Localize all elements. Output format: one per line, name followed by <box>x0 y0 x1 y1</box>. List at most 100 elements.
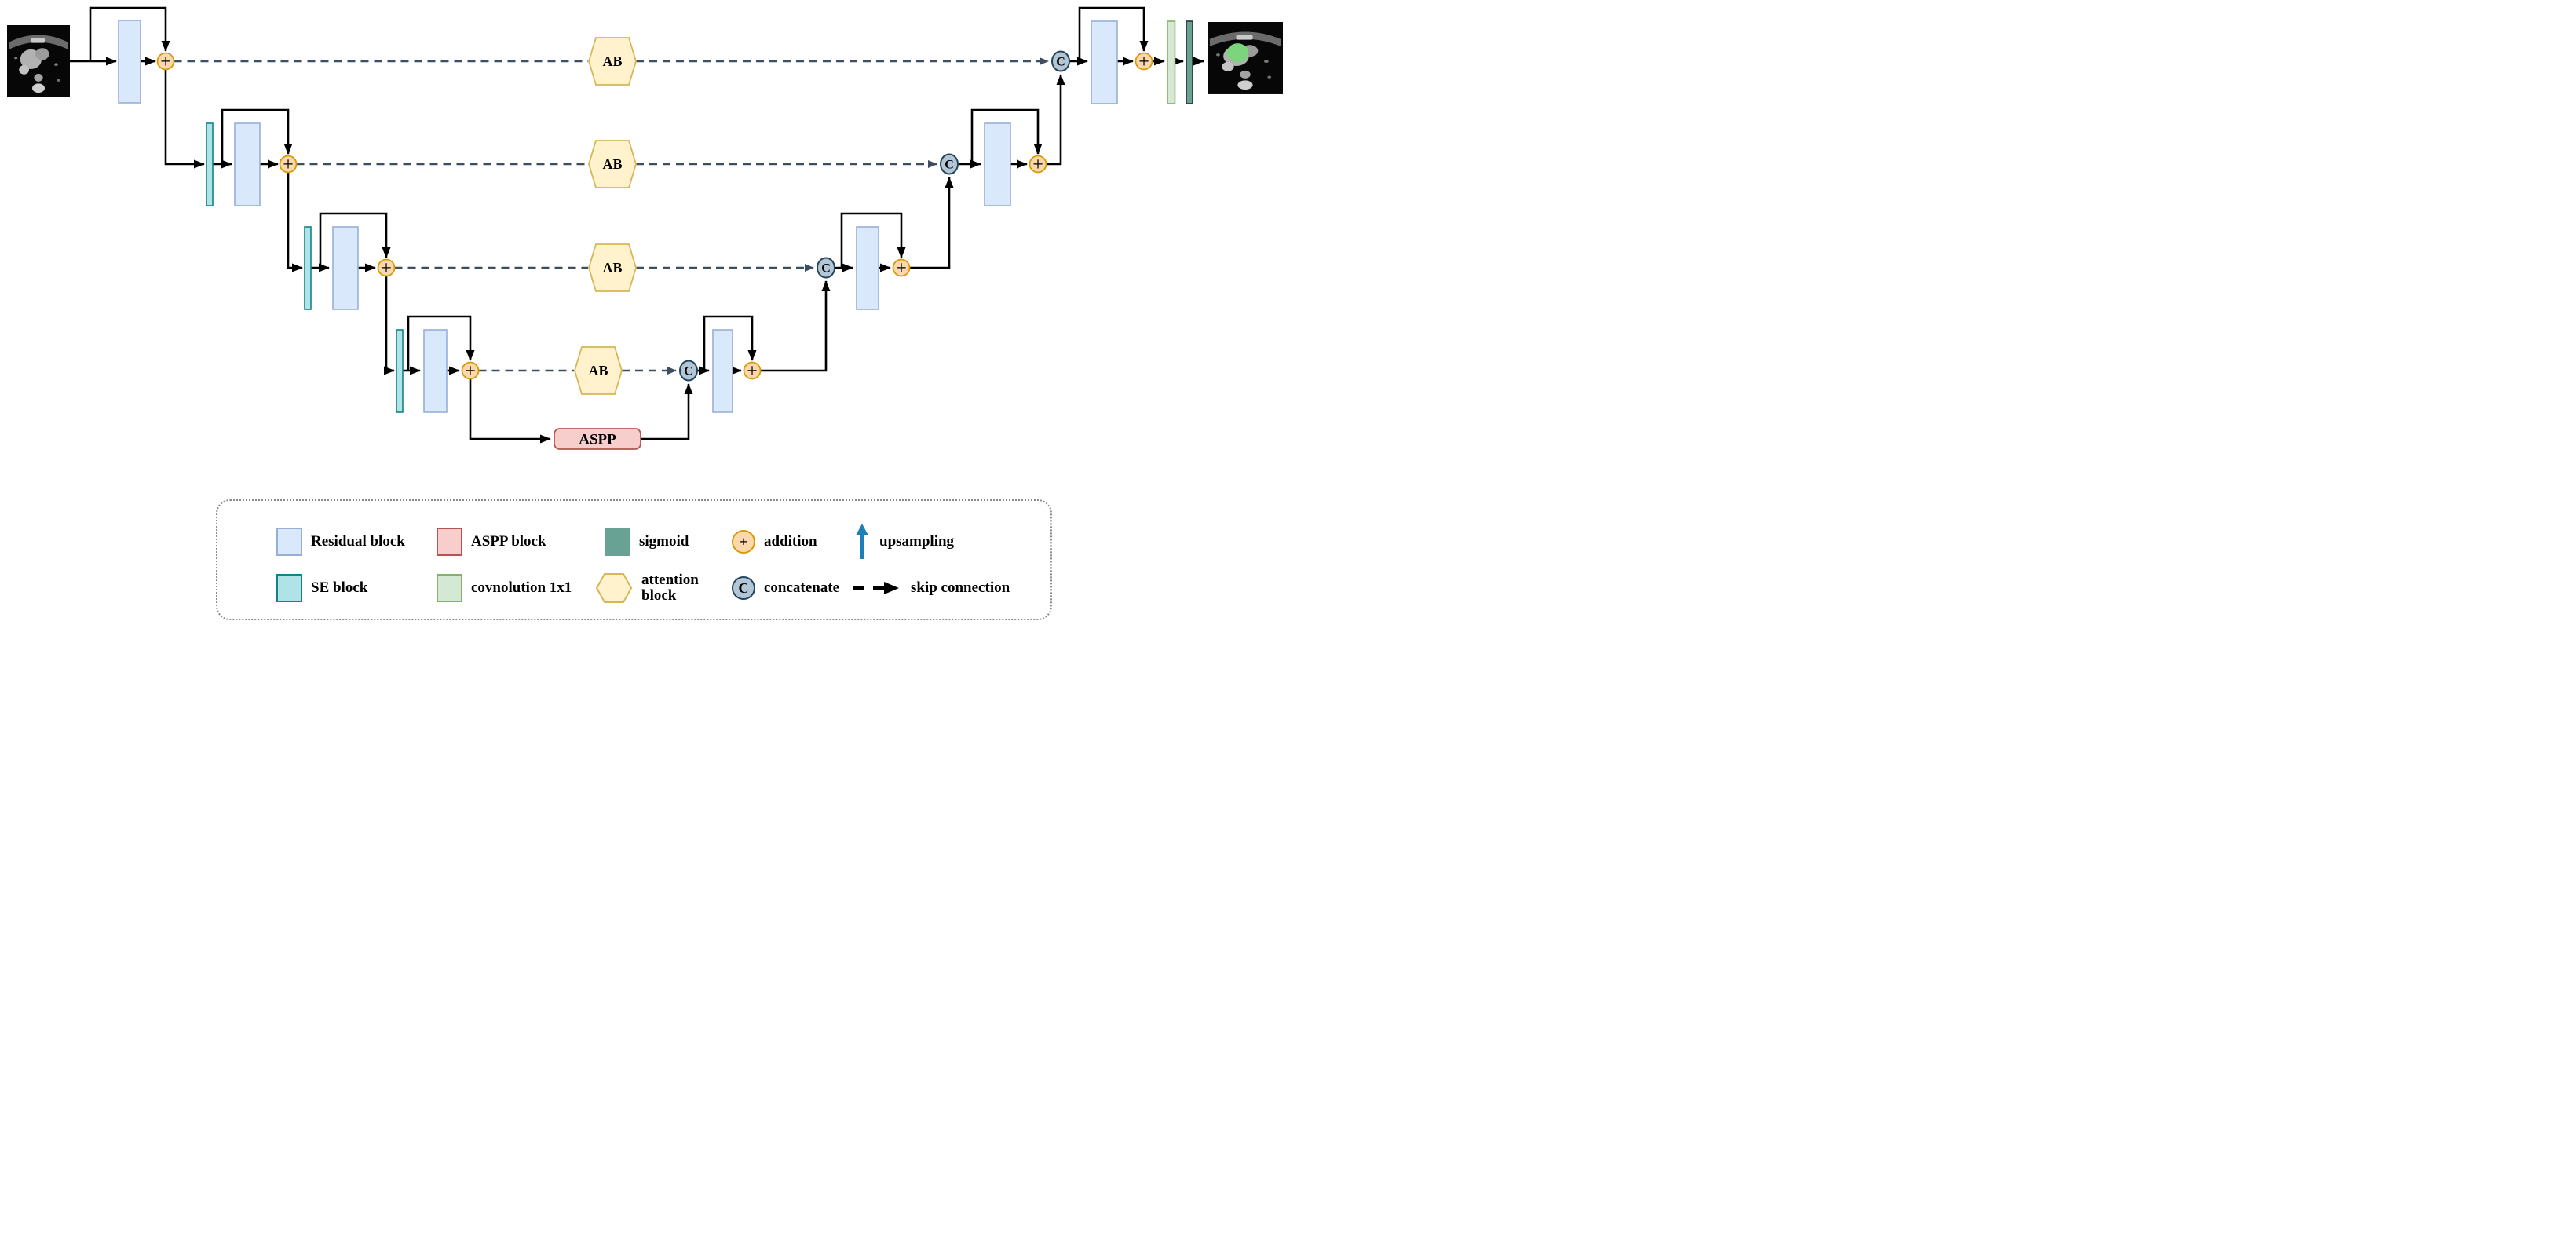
legend-label: addition <box>764 533 817 550</box>
add-dec-3-label: + <box>896 258 907 279</box>
unet-diagram: AB AB AB AB ASPP C C C C + + + + + + + + <box>7 6 1283 450</box>
upsample-4-3 <box>760 280 831 372</box>
add-dec-2-label: + <box>1032 155 1043 175</box>
residual-block-enc-3 <box>332 226 359 310</box>
concat-2-label: C <box>945 159 954 172</box>
aspp-label: ASPP <box>579 432 616 448</box>
legend-item-se: SE block <box>276 574 367 602</box>
sigmoid-bar <box>1186 20 1193 104</box>
residual-block-swatch <box>276 528 302 556</box>
encoder-connections <box>70 6 588 444</box>
legend-item-skip: skip connection <box>853 580 1010 596</box>
se-block-4 <box>396 329 404 413</box>
se-block-swatch <box>276 574 302 602</box>
residual-skip-enc-4 <box>407 315 475 371</box>
attention-block-2-label: AB <box>602 156 622 172</box>
legend-label: skip connection <box>911 579 1010 597</box>
concat-1-label: C <box>1056 56 1065 69</box>
residual-block-dec-2 <box>984 122 1011 206</box>
downsample-2-3 <box>287 172 303 272</box>
input-ct-image <box>7 25 70 97</box>
addition-node-swatch: + <box>732 530 755 554</box>
legend-item-attention: attention block <box>595 572 720 605</box>
addition-node-enc-2 <box>279 155 298 174</box>
concat-node-2 <box>940 153 959 175</box>
upsampling-arrow-icon <box>856 524 868 559</box>
edge-aspp-to-concat4 <box>641 383 693 440</box>
add-enc-4-label: + <box>465 361 476 382</box>
attention-block-1 <box>588 37 637 86</box>
residual-block-enc-2 <box>234 122 261 206</box>
legend-label: upsampling <box>879 533 955 550</box>
addition-node-enc-4 <box>461 361 480 380</box>
attention-block-3-label: AB <box>602 260 622 276</box>
legend-item-aspp: ASPP block <box>437 528 546 556</box>
attention-block-4-label: AB <box>588 363 608 378</box>
add-enc-2-label: + <box>283 155 294 175</box>
architecture-figure: AB AB AB AB ASPP C C C C + + + + + + + +… <box>0 0 1288 628</box>
addition-node-dec-2 <box>1029 155 1047 174</box>
attention-block-2 <box>588 140 637 188</box>
legend-item-concatenate: C concatenate <box>732 576 839 600</box>
legend-label: Residual block <box>311 533 405 550</box>
legend-label: sigmoid <box>639 533 689 550</box>
residual-skip-dec-2 <box>970 108 1043 164</box>
output-ct-image <box>1208 22 1283 94</box>
aspp-block-swatch <box>437 528 462 556</box>
attention-block-1-label: AB <box>602 53 622 69</box>
decoder-connections <box>622 6 1204 440</box>
attention-block-4 <box>574 346 623 395</box>
downsample-3-4 <box>384 276 395 375</box>
attention-block-3 <box>588 243 637 292</box>
addition-node-dec-1 <box>1135 52 1153 71</box>
concat-node-swatch: C <box>732 576 755 600</box>
add-enc-3-label: + <box>381 258 392 279</box>
add-dec-4-label: + <box>747 361 758 382</box>
legend-item-residual: Residual block <box>276 528 405 556</box>
segmentation-overlay <box>1226 43 1249 63</box>
legend-item-upsampling: upsampling <box>853 523 954 561</box>
upsample-3-2 <box>909 177 954 269</box>
legend-item-sigmoid: sigmoid <box>605 528 689 556</box>
residual-skip-dec-3 <box>840 212 906 268</box>
legend-label: covnolution 1x1 <box>471 579 572 597</box>
residual-block-enc-1 <box>118 20 141 104</box>
concat-4-label: C <box>684 365 693 378</box>
edge-add4-to-aspp <box>469 378 551 444</box>
attention-block-swatch <box>595 573 633 603</box>
legend-label: attention block <box>641 572 699 604</box>
conv1x1-swatch <box>437 574 462 602</box>
concat-3-label: C <box>821 262 831 276</box>
residual-block-dec-4 <box>712 329 733 413</box>
downsample-1-2 <box>164 69 205 169</box>
upsample-2-1 <box>1046 74 1065 166</box>
residual-skip-dec-4 <box>703 315 757 371</box>
se-block-3 <box>304 226 312 310</box>
residual-block-enc-4 <box>423 329 448 413</box>
concat-node-3 <box>817 257 835 279</box>
residual-skip-dec-1 <box>1078 6 1149 61</box>
add-enc-1-label: + <box>160 52 171 72</box>
aspp-block <box>554 428 641 450</box>
concat-node-1 <box>1051 50 1070 72</box>
concat-node-4 <box>679 360 698 382</box>
skip-connection-icon <box>853 582 899 594</box>
concat-swatch-label: C <box>738 579 749 596</box>
residual-skip-enc-3 <box>319 212 391 268</box>
residual-skip-enc-1 <box>89 6 170 61</box>
residual-skip-enc-2 <box>221 108 293 164</box>
add-dec-1-label: + <box>1138 52 1149 72</box>
sigmoid-swatch <box>605 528 630 556</box>
legend-label: ASPP block <box>471 533 546 550</box>
conv1x1-bar <box>1167 20 1176 104</box>
residual-block-dec-3 <box>856 226 879 310</box>
legend-item-addition: + addition <box>732 530 817 554</box>
se-block-2 <box>206 122 214 206</box>
addition-swatch-label: + <box>739 533 748 550</box>
addition-node-enc-3 <box>377 258 396 277</box>
legend-box: Residual block ASPP block sigmoid + addi… <box>216 499 1052 620</box>
legend-label: concatenate <box>764 579 840 597</box>
addition-node-dec-3 <box>892 258 911 277</box>
residual-block-dec-1 <box>1091 20 1118 104</box>
addition-node-enc-1 <box>156 52 175 71</box>
